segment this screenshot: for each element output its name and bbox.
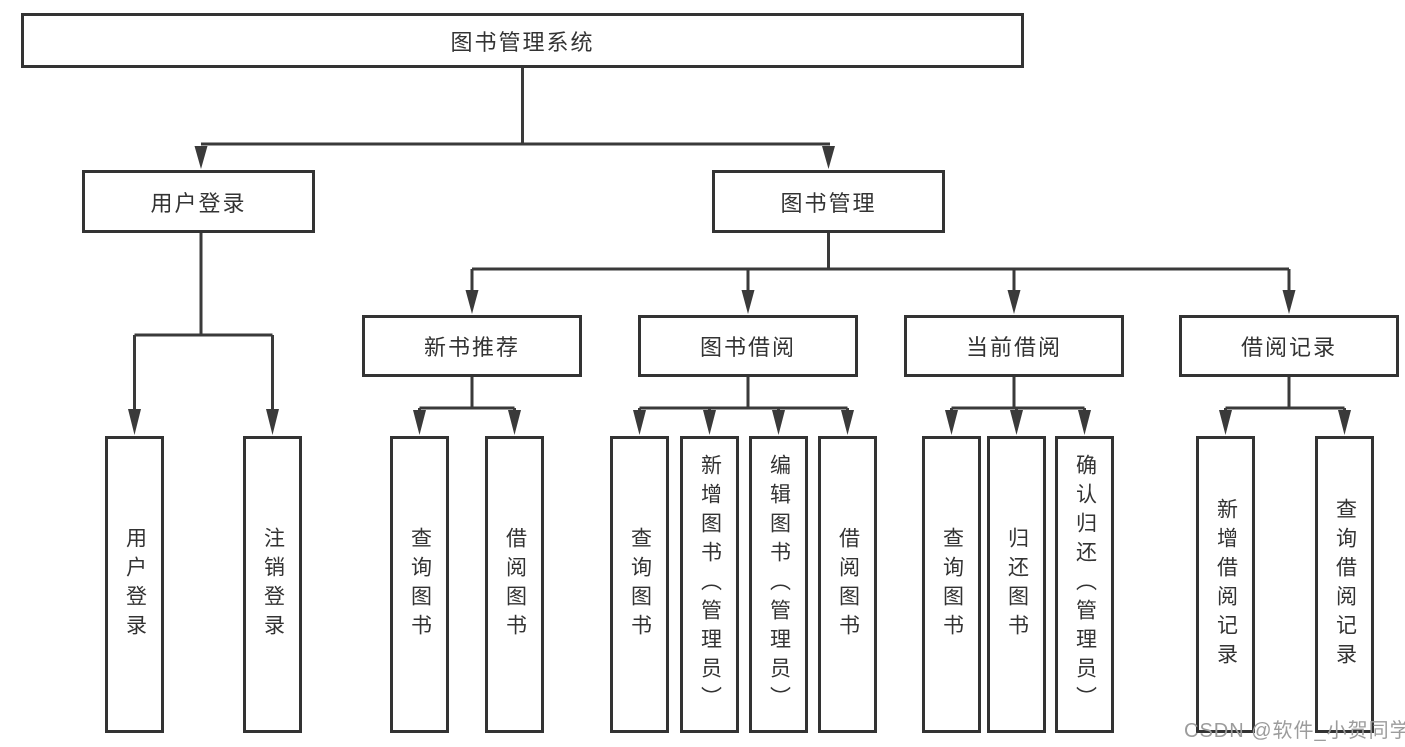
node-book-borrow: 图书借阅 <box>638 315 858 377</box>
node-root-system: 图书管理系统 <box>21 13 1024 68</box>
node-current-borrow: 当前借阅 <box>904 315 1124 377</box>
node-user-login: 用户登录 <box>82 170 315 233</box>
node-label: 查询图书 <box>628 526 652 643</box>
node-label: 归还图书 <box>1005 526 1029 643</box>
connector-root <box>194 68 835 169</box>
connector-book-borrow <box>633 377 854 435</box>
node-leaf-query-books: 查询图书 <box>390 436 449 733</box>
connector-book-management <box>465 233 1296 314</box>
node-borrow-records: 借阅记录 <box>1179 315 1399 377</box>
node-leaf-borrow-books: 借阅图书 <box>485 436 544 733</box>
node-label: 查询图书 <box>940 526 964 643</box>
node-leaf-edit-books-admin: 编辑图书（管理员） <box>749 436 808 733</box>
node-label: 借阅图书 <box>836 526 860 643</box>
node-leaf-query-books-3: 查询图书 <box>922 436 981 733</box>
node-leaf-query-books-2: 查询图书 <box>610 436 669 733</box>
connector-borrow-records <box>1219 377 1351 435</box>
connector-current-borrow <box>945 377 1091 435</box>
node-leaf-user-login: 用户登录 <box>105 436 164 733</box>
node-label: 确认归还（管理员） <box>1073 454 1097 715</box>
connector-user-login <box>128 233 279 435</box>
node-label: 注销登录 <box>261 526 285 643</box>
node-leaf-add-borrow-record: 新增借阅记录 <box>1196 436 1255 733</box>
node-book-management: 图书管理 <box>712 170 945 233</box>
connector-new-book <box>413 377 521 435</box>
node-label: 查询图书 <box>408 526 432 643</box>
node-label: 用户登录 <box>123 526 147 643</box>
node-leaf-query-borrow-record: 查询借阅记录 <box>1315 436 1374 733</box>
node-leaf-confirm-return-admin: 确认归还（管理员） <box>1055 436 1114 733</box>
node-label: 编辑图书（管理员） <box>767 454 791 715</box>
node-label: 新增借阅记录 <box>1214 497 1238 672</box>
node-label: 查询借阅记录 <box>1333 497 1357 672</box>
node-new-book-recommend: 新书推荐 <box>362 315 582 377</box>
csdn-watermark: CSDN @软件_小贺同学 <box>1184 720 1405 742</box>
node-leaf-return-books: 归还图书 <box>987 436 1046 733</box>
node-label: 借阅图书 <box>503 526 527 643</box>
node-leaf-borrow-books-2: 借阅图书 <box>818 436 877 733</box>
node-leaf-add-books-admin: 新增图书（管理员） <box>680 436 739 733</box>
node-label: 新增图书（管理员） <box>698 454 722 715</box>
node-leaf-logout: 注销登录 <box>243 436 302 733</box>
